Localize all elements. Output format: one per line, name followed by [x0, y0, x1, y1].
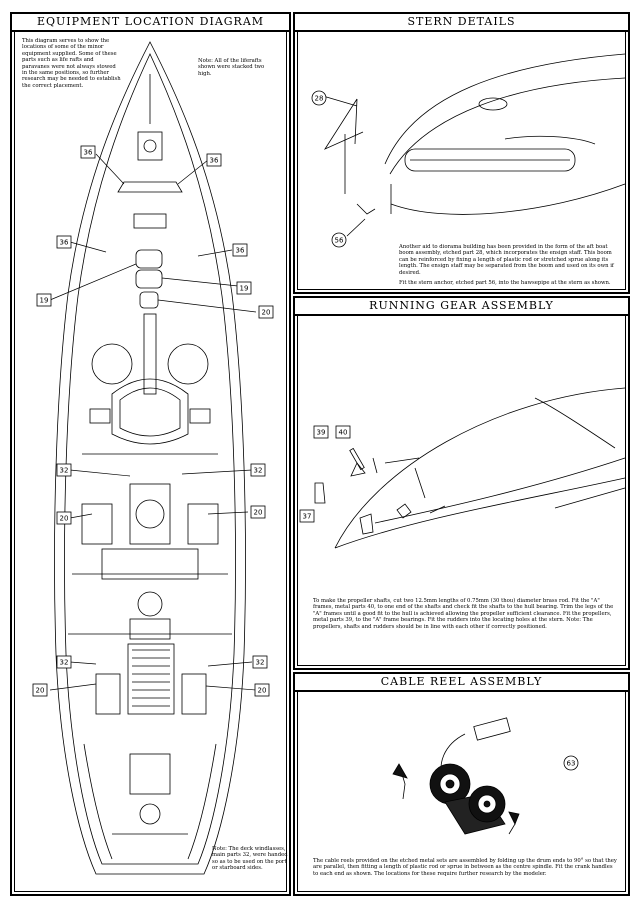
- equipment-callout: 36: [56, 235, 72, 249]
- liferafts-note: Note: All of the liferafts shown were st…: [198, 58, 265, 77]
- stern-drawing: 28 56: [311, 53, 626, 248]
- equipment-callout: 19: [36, 293, 52, 307]
- ship-deck-plan-drawing: 36 36 36 36 19 19 20 32 32 20 20 32 32 20 20: [32, 41, 274, 875]
- equipment-callout: 32: [250, 463, 266, 477]
- running-gear-callout-label: 39: [317, 429, 326, 437]
- equipment-location-panel: EQUIPMENT LOCATION DIAGRAM This diagram …: [10, 12, 291, 896]
- running-gear-title: RUNNING GEAR ASSEMBLY: [295, 298, 628, 316]
- equipment-callout: 36: [232, 243, 248, 257]
- equipment-callout: 32: [56, 463, 72, 477]
- equipment-callout-label: 20: [262, 309, 271, 317]
- equipment-callout-label: 36: [84, 149, 93, 157]
- equipment-callout-label: 19: [240, 285, 249, 293]
- running-gear-callout-label: 40: [339, 429, 348, 437]
- running-gear-panel: RUNNING GEAR ASSEMBLY 39 40 37 To make the…: [293, 296, 630, 670]
- running-gear-callout-label: 37: [303, 513, 312, 521]
- equipment-location-title: EQUIPMENT LOCATION DIAGRAM: [12, 14, 289, 32]
- running-gear-callout: 39: [313, 425, 329, 439]
- stern-callout-label: 56: [335, 237, 344, 245]
- cable-reel-title: CABLE REEL ASSEMBLY: [295, 674, 628, 692]
- equipment-callout: 20: [56, 511, 72, 525]
- stern-details-panel: STERN DETAILS 28 56 Another aid to dioram…: [293, 12, 630, 294]
- equipment-intro-text: This diagram serves to show the location…: [22, 38, 121, 89]
- stern-callout-label: 28: [315, 95, 324, 103]
- stern-callout: 28: [311, 90, 327, 106]
- equipment-callout-label: 32: [60, 659, 69, 667]
- running-gear-callout: 40: [335, 425, 351, 439]
- equipment-callout-label: 36: [236, 247, 245, 255]
- stern-anchor-text: Fit the stern anchor, etched part 56, in…: [399, 280, 611, 286]
- equipment-callout-label: 20: [36, 687, 45, 695]
- stern-details-title: STERN DETAILS: [295, 14, 628, 32]
- running-gear-text: To make the propeller shafts, cut two 12…: [313, 598, 614, 630]
- equipment-callout: 20: [254, 683, 270, 697]
- cable-reel-drawing: 63: [392, 717, 579, 835]
- equipment-callout: 36: [206, 153, 222, 167]
- equipment-callout: 20: [258, 305, 274, 319]
- cable-reel-panel: CABLE REEL ASSEMBLY 63 The cable reels p…: [293, 672, 630, 896]
- equipment-callout-label: 32: [256, 659, 265, 667]
- equipment-callout: 32: [252, 655, 268, 669]
- equipment-callout-label: 36: [210, 157, 219, 165]
- cable-reel-callout-label: 63: [567, 760, 576, 768]
- cable-reel-text: The cable reels provided on the etched m…: [313, 858, 617, 877]
- equipment-callout: 20: [32, 683, 48, 697]
- equipment-callout: 19: [236, 281, 252, 295]
- stern-text: Another aid to diorama building has been…: [399, 244, 614, 276]
- windlass-note: Note: The deck windlasses, main parts 32…: [212, 846, 288, 872]
- equipment-callout-label: 32: [254, 467, 263, 475]
- equipment-callout-label: 20: [60, 515, 69, 523]
- running-gear-drawing: 39 40 37: [299, 387, 626, 549]
- equipment-callout-label: 20: [254, 509, 263, 517]
- equipment-callout-label: 19: [40, 297, 49, 305]
- equipment-callout: 20: [250, 505, 266, 519]
- equipment-callout-label: 32: [60, 467, 69, 475]
- equipment-callout-label: 36: [60, 239, 69, 247]
- equipment-callout-label: 20: [258, 687, 267, 695]
- running-gear-callout: 37: [299, 509, 315, 523]
- equipment-callout: 36: [80, 145, 96, 159]
- cable-reel-callout: 63: [563, 755, 579, 771]
- equipment-callout: 32: [56, 655, 72, 669]
- stern-callout: 56: [331, 232, 347, 248]
